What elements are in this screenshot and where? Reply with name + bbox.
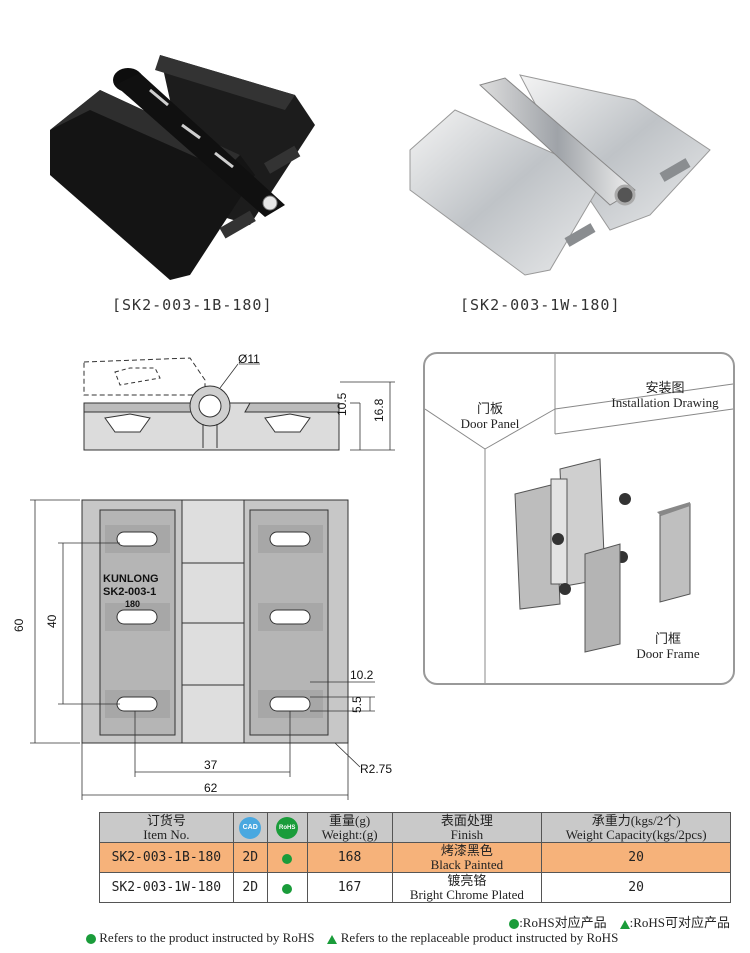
side-view-drawing bbox=[83, 357, 395, 451]
installation-panel bbox=[423, 352, 735, 685]
rohs-dot-icon bbox=[86, 934, 96, 945]
dim-height-60: 60 bbox=[12, 618, 26, 632]
rohs-dot-icon bbox=[282, 853, 293, 864]
installation-title: 安装图 Installation Drawing bbox=[595, 380, 735, 410]
door-panel-en: Door Panel bbox=[460, 416, 520, 431]
door-panel-label: 门板 Door Panel bbox=[450, 401, 530, 431]
dim-width-62: 62 bbox=[204, 781, 218, 795]
cell-cad: 2D bbox=[232, 842, 268, 873]
legend-en: Refers to the product instructed by RoHS… bbox=[86, 930, 618, 946]
rohs-icon: RoHS bbox=[276, 816, 299, 839]
rohs-triangle-icon bbox=[619, 919, 630, 929]
door-frame-en: Door Frame bbox=[636, 646, 700, 661]
dim-width-37: 37 bbox=[204, 758, 218, 772]
door-panel-cn: 门板 bbox=[476, 401, 503, 416]
door-frame-cn: 门框 bbox=[654, 631, 681, 646]
rohs-dot-icon bbox=[282, 883, 293, 894]
legend-en-rohs: Refers to the product instructed by RoHS bbox=[99, 930, 315, 945]
dim-height-total: 16.8 bbox=[372, 398, 386, 422]
cad-icon: CAD bbox=[239, 816, 262, 839]
chrome-hinge-photo bbox=[409, 74, 711, 276]
cell-capacity: 20 bbox=[541, 842, 731, 873]
header-rohs: RoHS bbox=[266, 812, 308, 843]
dim-height-leaf: 10.5 bbox=[335, 392, 349, 416]
mark-brand: KUNLONG bbox=[103, 573, 159, 585]
header-capacity: 承重力(kgs/2个)Weight Capacity(kgs/2pcs) bbox=[541, 812, 731, 843]
rohs-triangle-icon bbox=[327, 934, 338, 944]
product-caption-black: [SK2-003-1B-180] bbox=[112, 296, 273, 314]
legend-en-replaceable: Refers to the replaceable product instru… bbox=[340, 930, 619, 945]
header-cad: CAD bbox=[232, 812, 268, 843]
front-view-drawing bbox=[30, 499, 375, 800]
cell-item: SK2-003-1W-180 bbox=[99, 872, 234, 903]
installation-title-cn: 安装图 bbox=[645, 380, 685, 395]
mark-model: SK2-003-1 bbox=[103, 586, 157, 598]
header-weight: 重量(g)Weight:(g) bbox=[306, 812, 393, 843]
rohs-dot-icon bbox=[509, 919, 520, 930]
cell-weight: 168 bbox=[306, 842, 393, 873]
product-caption-chrome: [SK2-003-1W-180] bbox=[460, 296, 621, 314]
door-frame-label: 门框 Door Frame bbox=[628, 631, 708, 661]
cell-rohs bbox=[266, 842, 308, 873]
installation-title-en: Installation Drawing bbox=[611, 395, 719, 410]
dim-diameter: Ø11 bbox=[238, 352, 260, 366]
cell-weight: 167 bbox=[306, 872, 393, 903]
installation-drawing bbox=[425, 354, 733, 683]
dim-5-5: 5.5 bbox=[350, 696, 364, 713]
dim-radius: R2.75 bbox=[360, 762, 393, 776]
cell-capacity: 20 bbox=[541, 872, 731, 903]
cell-cad: 2D bbox=[232, 872, 268, 903]
dim-height-40: 40 bbox=[45, 614, 59, 628]
mark-angle: 180 bbox=[125, 599, 141, 609]
cell-rohs bbox=[266, 872, 308, 903]
legend-cn: :RoHS对应产品 :RoHS可对应产品 bbox=[509, 912, 730, 931]
cell-item: SK2-003-1B-180 bbox=[99, 842, 234, 873]
legend-cn-replaceable: :RoHS可对应产品 bbox=[629, 915, 730, 930]
legend-cn-rohs: :RoHS对应产品 bbox=[519, 915, 607, 930]
black-hinge-photo bbox=[50, 55, 315, 280]
dim-10-2: 10.2 bbox=[350, 668, 374, 682]
